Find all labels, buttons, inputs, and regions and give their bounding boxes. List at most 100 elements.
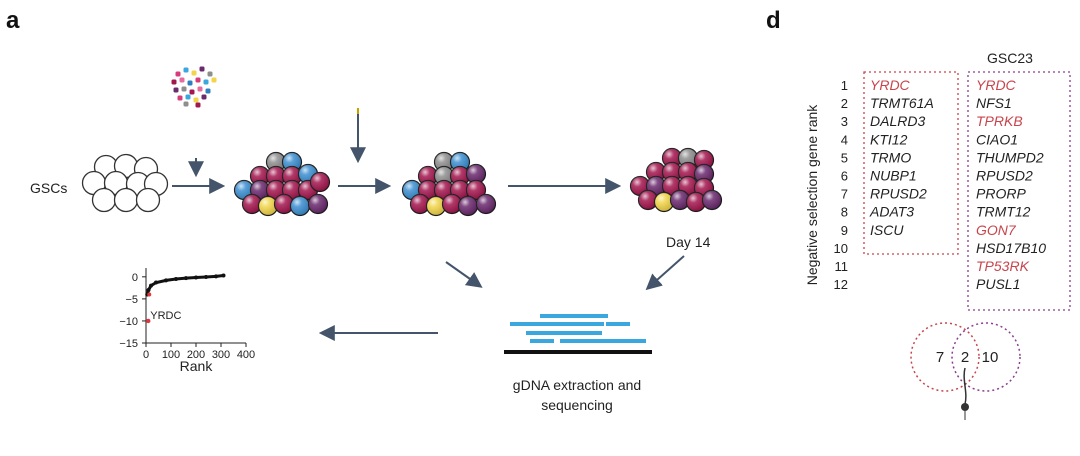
cell-highlight [266,152,286,172]
venn-overlap-count: 2 [961,349,969,366]
day-label: Day 14 [666,234,711,250]
gene-name: CIAO1 [976,131,1018,147]
guide-dot [205,88,211,94]
gene-name: ADAT3 [869,204,914,220]
left-gene-list: YRDCTRMT61ADALRD3KTI12TRMONUBP1RPUSD2ADA… [869,77,934,238]
rank-plot-xtick-label: 400 [237,349,255,361]
rank-number: 12 [834,277,848,292]
venn-right-count: 10 [982,349,999,366]
cell-highlight [654,192,674,212]
guide-dot [183,67,189,73]
gene-name: PUSL1 [976,276,1020,292]
transduced-cells-icon [233,151,331,217]
gsc23-gene-list: YRDCNFS1TPRKBCIAO1THUMPD2RPUSD2PRORPTRMT… [976,77,1046,292]
cell-highlight [678,148,698,168]
panel-a-label: a [6,7,20,34]
cell-highlight [258,196,278,216]
venn-pointer-dot-icon [961,403,969,411]
cell-highlight [466,164,486,184]
gsc23-header: GSC23 [987,50,1033,66]
venn-right-circle [951,322,1021,392]
rank-plot-xlabel: Rank [180,358,214,374]
guide-dot [193,97,199,103]
guide-dot [201,94,207,100]
rank-plot-xtick-label: 300 [212,349,230,361]
sequencing-label-line2: sequencing [541,397,613,413]
guide-dot [187,80,193,86]
rank-plot-xtick-label: 0 [143,349,149,361]
cell-highlight [242,194,262,214]
rank-plot-annotation: YRDC [150,310,181,322]
cell-highlight [282,166,302,186]
cell-highlight [458,196,478,216]
guide-dot [175,71,181,77]
guide-dot [171,79,177,85]
rank-number: 6 [841,169,848,184]
gsc-cells-icon [81,153,169,213]
rank-plot-highlight-point [147,292,152,297]
gene-name: NUBP1 [870,168,917,184]
rank-number: 5 [841,150,848,165]
cell-highlight [694,150,714,170]
rank-number: 3 [841,114,848,129]
guide-dot [191,70,197,76]
gene-name: TRMT12 [976,204,1031,220]
cell-highlight [450,166,470,186]
guide-library-icon [171,66,217,108]
cell-highlight [662,148,682,168]
gene-name: YRDC [976,77,1017,93]
cell-highlight [310,172,330,192]
arrow-to-sequencing-left [445,261,483,288]
guide-dot [185,94,191,100]
rank-number: 10 [834,241,848,256]
gene-name: RPUSD2 [870,186,927,202]
rank-plot-ytick-label: −15 [119,338,138,350]
cell-highlight [686,192,706,212]
left-hit-box [863,71,959,255]
cell-highlight [290,196,310,216]
gene-rank-axis-label: Negative selection gene rank [804,104,820,286]
cell-highlight [282,152,302,172]
cell-highlight [466,180,486,200]
gene-name: PRORP [976,186,1026,202]
sequencing-label-line1: gDNA extraction and [513,377,641,393]
rank-number: 2 [841,96,848,111]
rank-number: 9 [841,223,848,238]
guide-dot [195,77,201,83]
gsc-cell [91,187,117,213]
gsc-cell [135,187,161,213]
rank-plot-ytick-label: −5 [125,294,138,306]
rank-number: 8 [841,205,848,220]
gscs-label: GSCs [30,180,67,196]
cell-highlight [450,152,470,172]
venn-pointer-line [963,367,967,405]
guide-dot [173,87,179,93]
gene-name: TRMO [870,149,911,165]
day14-cells-icon [629,147,723,213]
cell-highlight [434,152,454,172]
workflow-arrows [172,112,685,341]
guide-dot [199,66,205,72]
gene-name: HSD17B10 [976,240,1046,256]
gsc23-hit-box [967,71,1071,311]
rank-number: 11 [835,259,849,274]
rank-plot-ytick-label: −10 [119,316,138,328]
rank-number: 4 [841,132,848,147]
gene-name: DALRD3 [870,113,925,129]
guide-dot [197,86,203,92]
gene-name: RPUSD2 [976,168,1033,184]
cell-highlight [694,164,714,184]
rank-plot-xtick-label: 200 [187,349,205,361]
panel-d-label: d [766,7,781,34]
cell-highlight [250,166,270,186]
cell-highlight [670,190,690,210]
gene-name: NFS1 [976,95,1012,111]
arrow-to-sequencing-right [645,255,685,291]
cell-highlight [476,194,496,214]
cell-highlight [410,194,430,214]
guide-dot [177,95,183,101]
venn-diagram: 7 2 10 [910,322,1021,420]
cell-highlight [702,190,722,210]
